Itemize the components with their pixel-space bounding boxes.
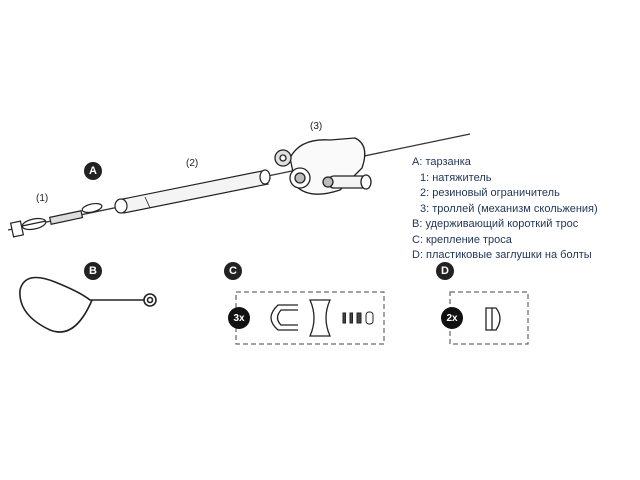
badge-a: A bbox=[84, 162, 102, 180]
badge-b: B bbox=[84, 262, 102, 280]
legend-item-a3: 3: троллей (механизм скольжения) bbox=[420, 202, 598, 215]
legend: A: тарзанка 1: натяжитель 2: резиновый о… bbox=[412, 155, 598, 264]
legend-item-a2: 2: резиновый ограничитель bbox=[420, 187, 560, 199]
short-cable bbox=[19, 276, 157, 333]
saddle-plate bbox=[309, 299, 331, 337]
cable-mount-box bbox=[235, 291, 385, 345]
multiplier-d: 2x bbox=[441, 307, 463, 329]
legend-item-a: A: тарзанка bbox=[412, 156, 471, 168]
badge-c: C bbox=[224, 262, 242, 280]
trolley bbox=[274, 137, 372, 195]
multiplier-c: 3x bbox=[228, 307, 250, 329]
legend-item-d: D: пластиковые заглушки на болты bbox=[412, 249, 592, 261]
part-label-1: (1) bbox=[36, 193, 49, 204]
part-label-3: (3) bbox=[310, 121, 323, 132]
bolt-and-nuts bbox=[342, 311, 374, 325]
turnbuckle bbox=[9, 202, 103, 238]
badge-d: D bbox=[436, 262, 454, 280]
u-clamp bbox=[270, 304, 298, 331]
legend-item-b: B: удерживающий короткий трос bbox=[412, 218, 579, 230]
legend-item-a1: 1: натяжитель bbox=[420, 171, 492, 184]
legend-item-c: C: крепление троса bbox=[412, 233, 512, 246]
part-label-2: (2) bbox=[186, 158, 199, 169]
plastic-cap bbox=[485, 307, 501, 331]
rubber-stopper bbox=[114, 169, 271, 214]
